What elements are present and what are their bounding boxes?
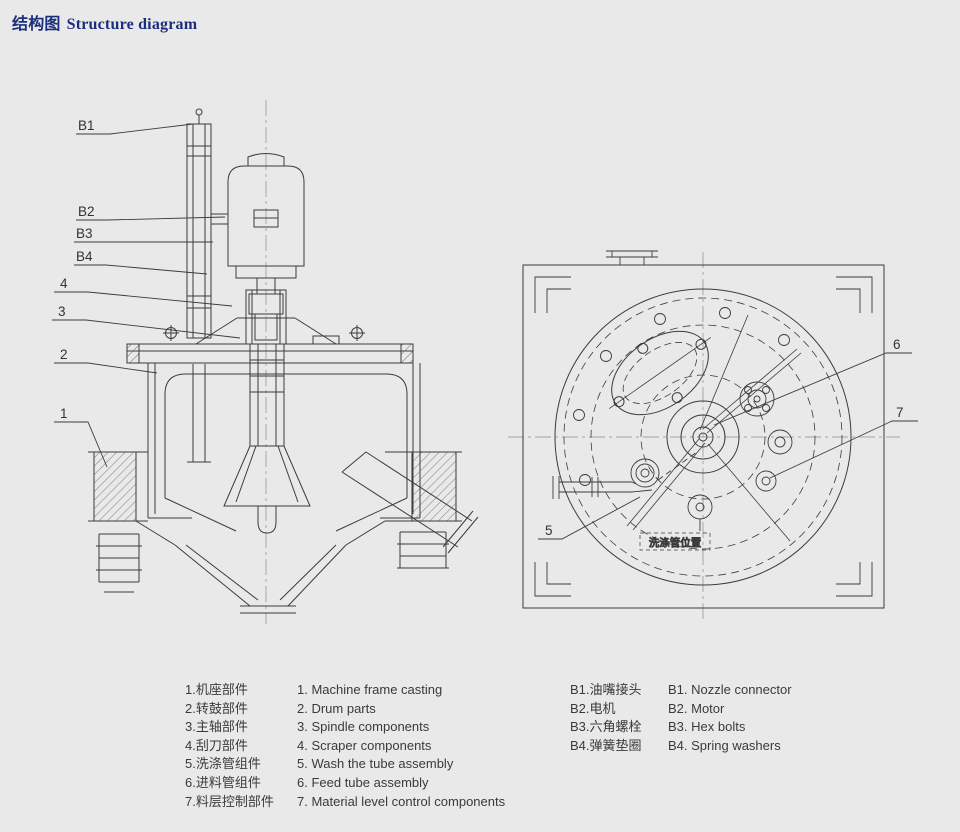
callout-label-3: 3 <box>58 304 66 319</box>
callout-label-6: 6 <box>893 337 901 352</box>
page-title: 结构图 Structure diagram <box>12 10 197 34</box>
base-frame <box>88 451 462 522</box>
legend-item: 3.主轴部件 <box>185 719 248 735</box>
scraper-lift-rod <box>186 108 228 463</box>
wash-pipe-position-label: 洗涤管位置 <box>649 536 702 549</box>
legend-item: 1.机座部件 <box>185 682 248 697</box>
legend-item: 2. Drum parts <box>297 700 376 716</box>
flange-fitting-c <box>755 470 777 492</box>
page-title-zh: 结构图 <box>12 16 61 33</box>
callout-leader-5 <box>538 496 641 540</box>
motor <box>227 153 305 341</box>
callout-leader-7 <box>769 420 918 479</box>
callout-leader-4 <box>54 291 233 307</box>
corner-brackets <box>534 276 873 597</box>
center-hub <box>666 400 740 474</box>
callout-leader-b4 <box>74 264 208 275</box>
wash-pipe-position-marker <box>639 494 713 551</box>
legend-item: 4.刮刀部件 <box>185 737 248 753</box>
legend-item: 7. Material level control components <box>297 793 506 809</box>
callout-label-b3: B3 <box>76 226 93 241</box>
flange-fitting-a <box>739 381 775 417</box>
legend-item: B2. Motor <box>668 700 725 716</box>
side-callouts: B1 B2 B3 B4 4 3 2 1 <box>52 118 241 468</box>
legend-item: B2.电机 <box>570 700 616 716</box>
callout-label-7: 7 <box>896 405 904 420</box>
legend-item: B1. Nozzle connector <box>668 682 792 697</box>
base-plate-square <box>522 264 885 609</box>
legend-item: B1.油嘴接头 <box>570 682 642 697</box>
feed-opening <box>608 330 712 416</box>
legend-numbered-en: 1. Machine frame casting 2. Drum parts 3… <box>297 681 505 811</box>
callout-leader-2 <box>54 362 158 374</box>
legend-lettered-zh: B1.油嘴接头 B2.电机 B3.六角螺栓 B4.弹簧垫圈 <box>570 681 642 755</box>
top-callouts: 6 7 5 <box>538 337 918 540</box>
legend-item: 5.洗涤管组件 <box>185 756 261 772</box>
side-view <box>88 100 479 624</box>
legend-item: 2.转鼓部件 <box>185 700 248 716</box>
legend-lettered-en: B1. Nozzle connector B2. Motor B3. Hex b… <box>668 681 792 755</box>
legend-item: 7.料层控制部件 <box>185 793 274 809</box>
callout-label-4: 4 <box>60 276 68 291</box>
callout-label-1: 1 <box>60 406 68 421</box>
callout-leader-1 <box>54 421 108 468</box>
top-flange-stub <box>606 250 658 265</box>
callout-leader-6 <box>713 352 912 426</box>
legend-item: B4. Spring washers <box>668 737 781 753</box>
support-legs <box>96 531 449 593</box>
legend-item: B3. Hex bolts <box>668 719 746 735</box>
callout-label-2: 2 <box>60 347 68 362</box>
legend-item: 5. Wash the tube assembly <box>297 756 454 772</box>
legend-item: 4. Scraper components <box>297 737 432 753</box>
flange-fitting-b <box>767 429 793 455</box>
callout-label-b4: B4 <box>76 249 93 264</box>
legend-item: 6.进料管组件 <box>185 774 261 790</box>
page-title-en: Structure diagram <box>66 16 198 33</box>
drum-top-circles <box>554 288 852 586</box>
legend-item: 3. Spindle components <box>297 719 430 735</box>
callout-leader-3 <box>52 319 241 339</box>
cover-plate <box>126 289 414 364</box>
legend-numbered-zh: 1.机座部件 2.转鼓部件 3.主轴部件 4.刮刀部件 5.洗涤管组件 6.进料… <box>185 681 274 811</box>
callout-label-b2: B2 <box>78 204 95 219</box>
wash-pipe-assembly <box>552 451 698 499</box>
ring-bolts <box>573 307 790 486</box>
spindle <box>223 344 311 534</box>
legend-item: 1. Machine frame casting <box>297 682 443 697</box>
legend-item: B3.六角螺栓 <box>570 719 642 735</box>
legend-item: B4.弹簧垫圈 <box>570 737 642 753</box>
discharge-chute <box>341 451 479 554</box>
callout-leader-b2 <box>76 216 226 221</box>
callout-label-5: 5 <box>545 523 553 538</box>
legend-item: 6. Feed tube assembly <box>297 774 429 790</box>
cover-bolt-left-icon <box>163 325 179 341</box>
cover-bolt-right-icon <box>349 325 365 341</box>
top-view: 洗涤管位置 <box>508 250 900 622</box>
callout-label-b1: B1 <box>78 118 95 133</box>
radial-arms <box>626 314 802 542</box>
callout-leader-b1 <box>76 123 194 135</box>
discharge-cone <box>135 520 386 614</box>
